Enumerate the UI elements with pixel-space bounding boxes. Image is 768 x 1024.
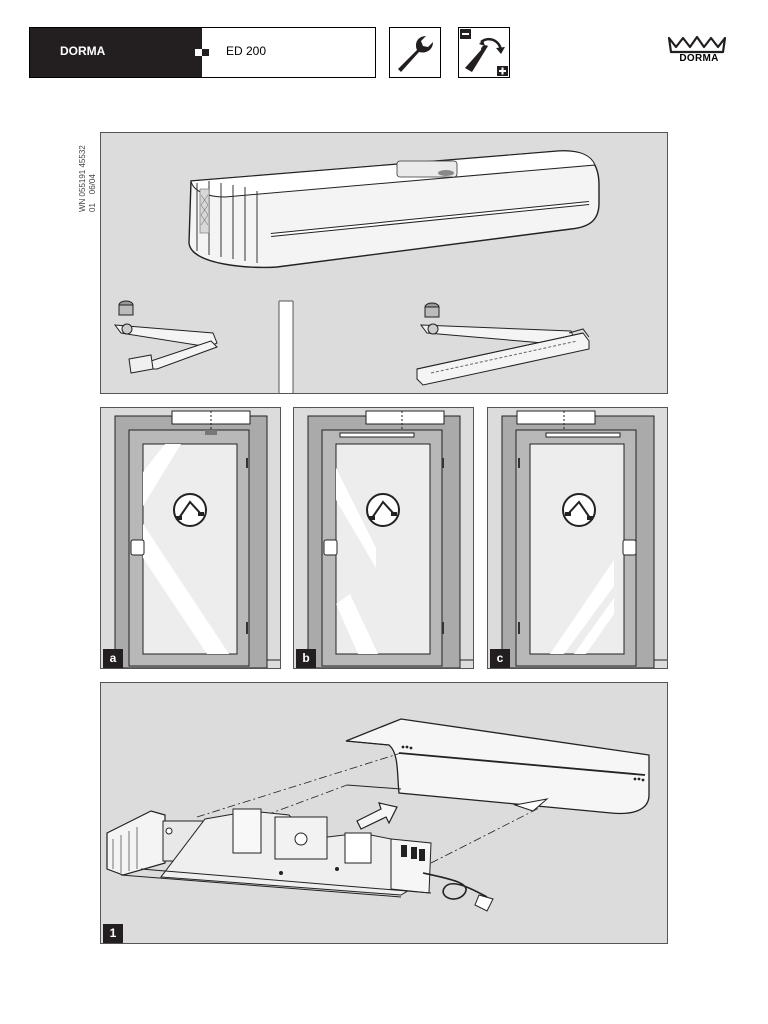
panel-label-step-1: 1	[103, 924, 123, 943]
product-overview-panel	[100, 132, 668, 394]
direction-arrow-icon	[356, 802, 398, 830]
logo-text: DORMA	[679, 53, 719, 64]
document-code-line1: WN 055191 45532	[78, 145, 87, 212]
adjust-minus-plus-icon	[458, 27, 510, 78]
door-operator-illustration	[188, 150, 600, 269]
panel-label-a: a	[103, 649, 123, 668]
door-panel-c: c	[487, 407, 668, 669]
door-panel-b: b	[293, 407, 474, 669]
document-code: WN 055191 45532 01 06/04	[78, 145, 98, 212]
header-marker-light	[195, 49, 202, 56]
operator-cover-illustration	[345, 718, 650, 815]
header-bar: DORMA ED 200	[29, 27, 376, 78]
header-brand: DORMA	[60, 44, 106, 58]
installation-step-1-panel: 1	[100, 682, 668, 944]
wrench-icon	[389, 27, 441, 78]
door-panel-a: a	[100, 407, 281, 669]
header-brand-area	[30, 28, 202, 77]
header-marker-dark	[202, 49, 209, 56]
document-code-line2: 01 06/04	[88, 174, 97, 212]
power-plug-icon	[474, 894, 494, 912]
crown-icon	[667, 35, 727, 54]
panel-label-c: c	[490, 649, 510, 668]
slide-channel-arm-illustration	[416, 302, 590, 386]
header-model: ED 200	[226, 44, 267, 58]
operator-mechanism-illustration	[106, 808, 432, 898]
panel-label-b: b	[296, 649, 316, 668]
standard-arm-illustration	[113, 300, 218, 374]
